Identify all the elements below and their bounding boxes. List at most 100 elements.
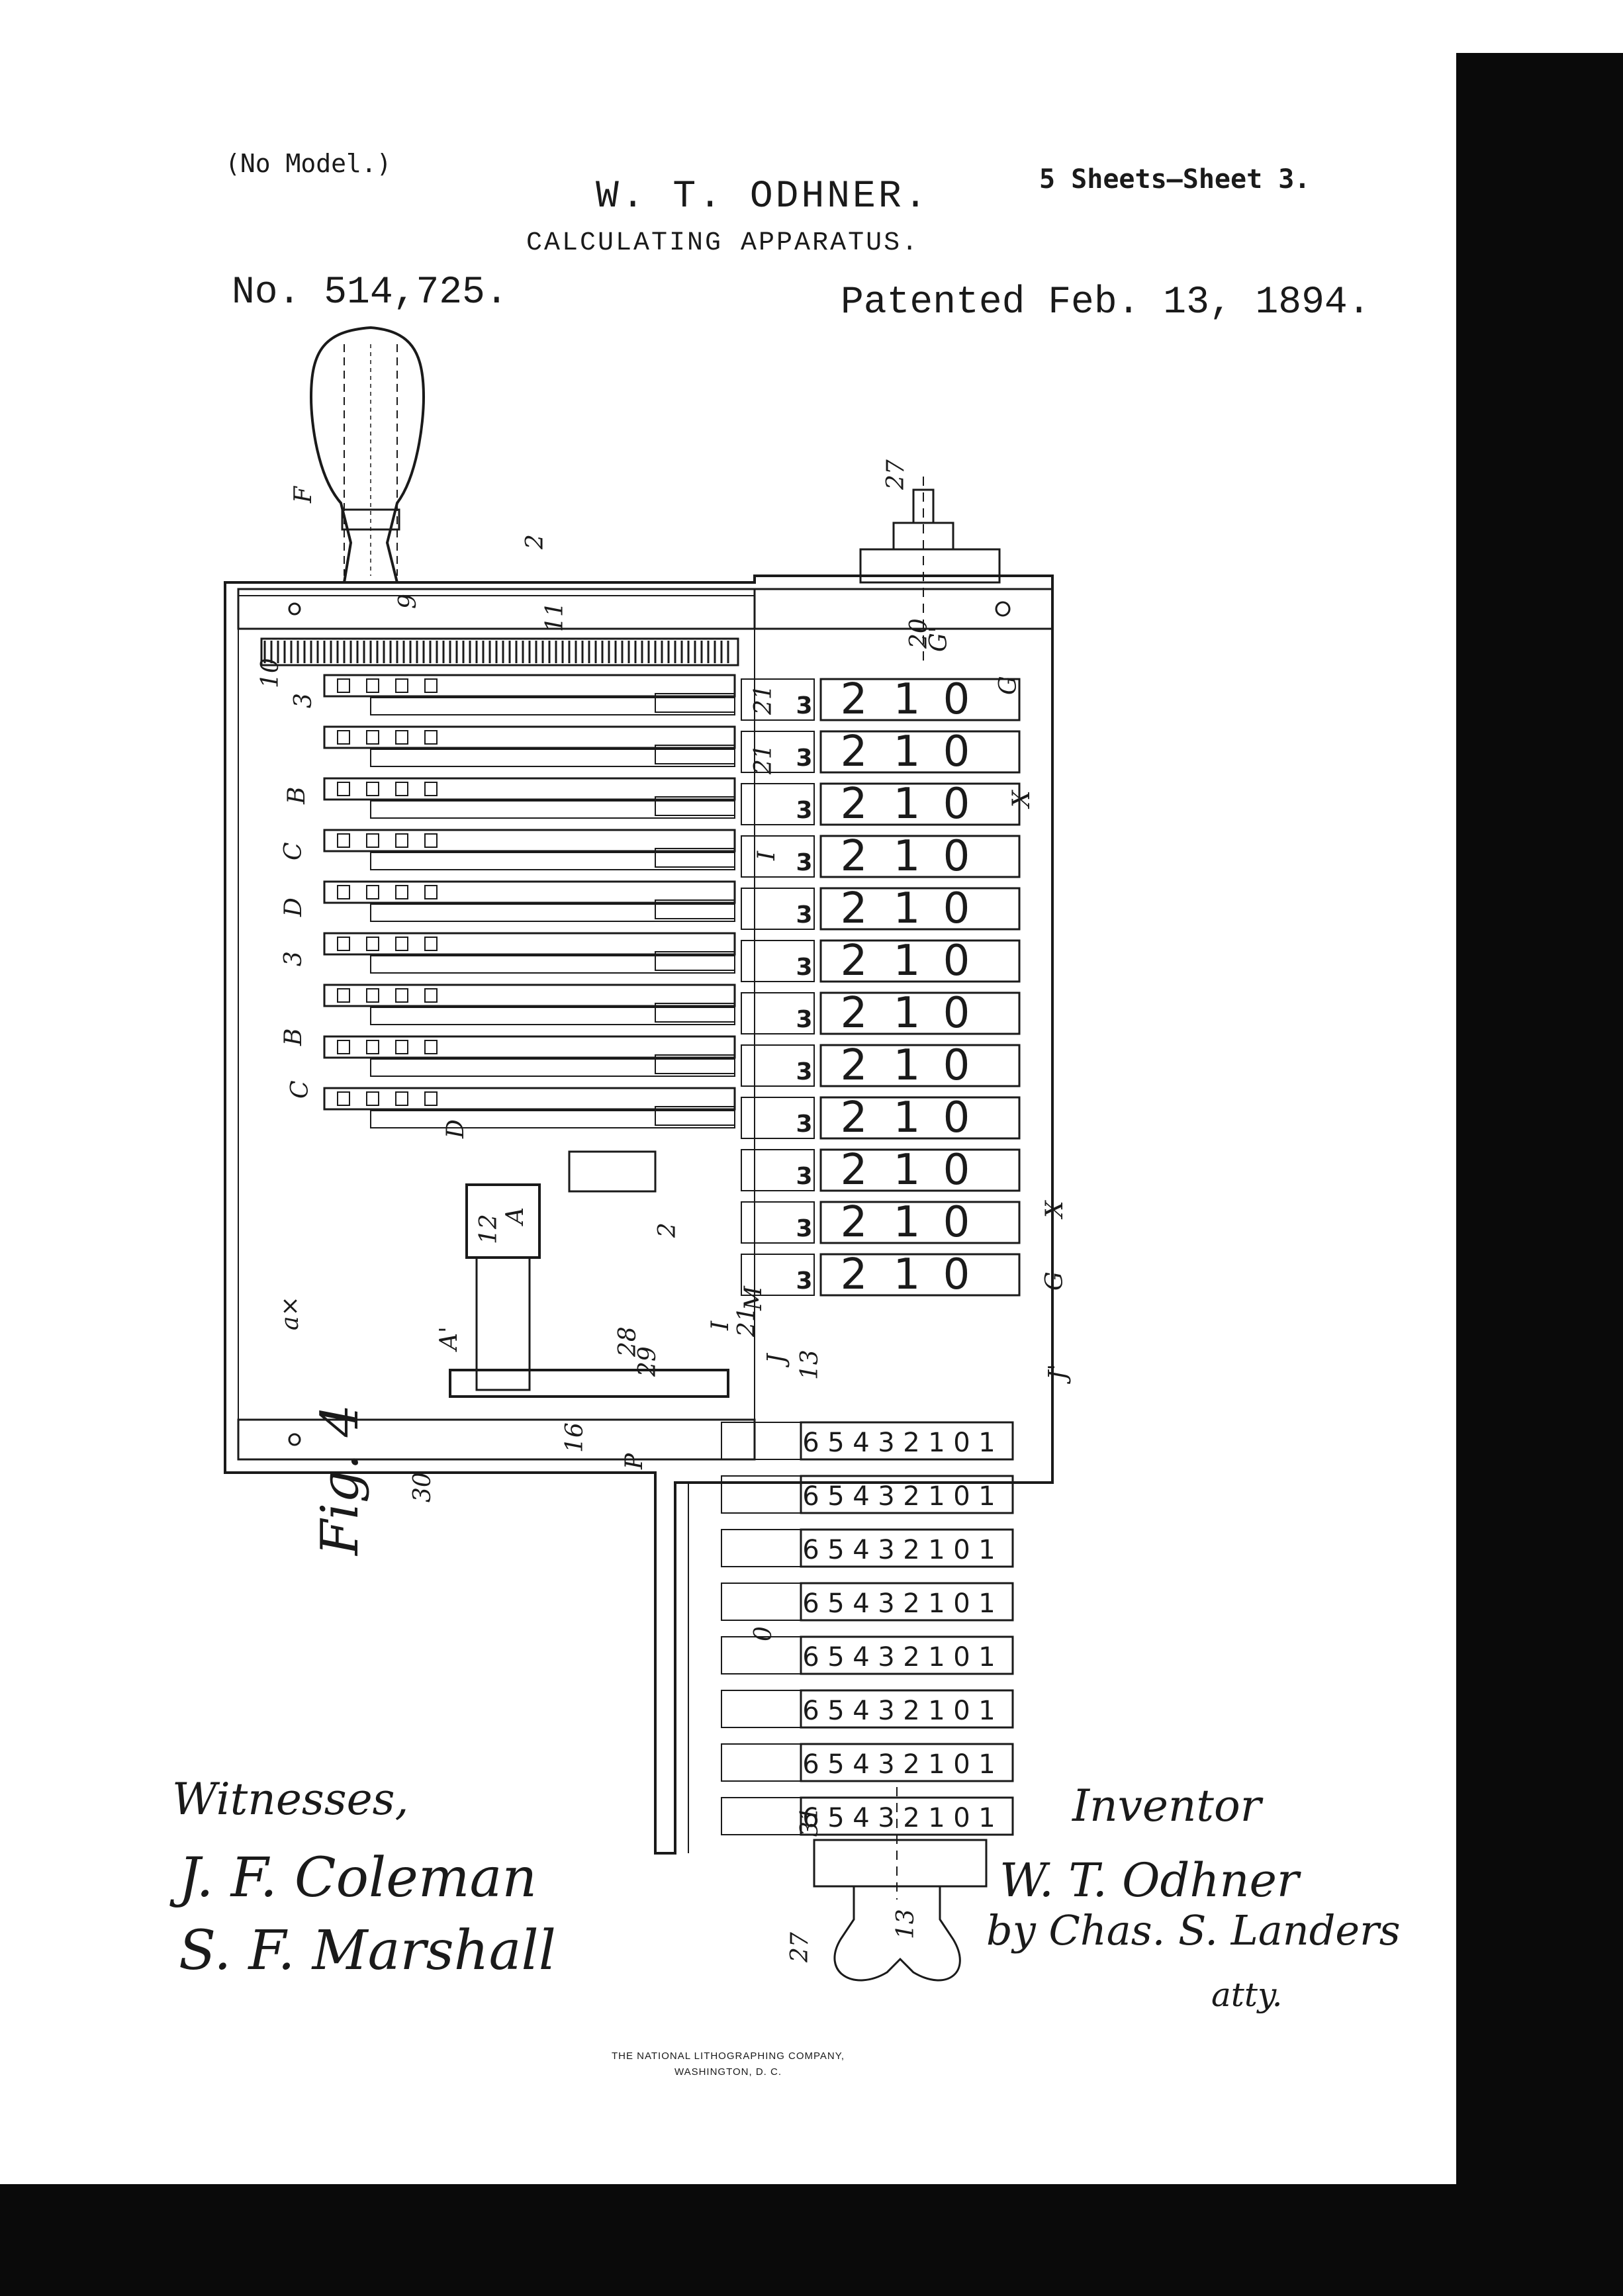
slide-slot [337, 885, 350, 899]
counter-digit: 0 [953, 1588, 970, 1619]
ref-label: A' [436, 1326, 463, 1352]
slide-slot [424, 782, 438, 796]
counter-gear [721, 1690, 802, 1728]
digit-wheel [819, 1044, 1021, 1087]
ref-label: J [763, 1352, 790, 1368]
counter-wheel [800, 1528, 1014, 1568]
counter-wheel [800, 1582, 1014, 1622]
register-digit: 0 [943, 675, 970, 724]
register-digit: 1 [894, 780, 921, 829]
register-gear [741, 1149, 815, 1191]
slide-pawl [655, 745, 735, 764]
ref-label: 10 [257, 658, 284, 688]
attorney-abbrev: atty. [1211, 1976, 1283, 2014]
counter-digit: 6 [802, 1481, 819, 1512]
crank-handle [309, 326, 426, 584]
counter-digit: 4 [853, 1481, 869, 1512]
counter-digit: 0 [953, 1749, 970, 1780]
register-gear [741, 992, 815, 1034]
register-digit: 1 [894, 884, 921, 933]
register-digit: 2 [841, 1250, 868, 1299]
counter-wheel [800, 1421, 1014, 1461]
register-gear [741, 731, 815, 773]
ref-label: 3 [290, 693, 317, 708]
slide-slot [424, 1091, 438, 1106]
counter-digit: 6 [802, 1588, 819, 1619]
slide-pawl [655, 848, 735, 868]
register-digit: 3 [796, 692, 812, 719]
slide-slot [424, 988, 438, 1003]
ref-label: G [1041, 1271, 1068, 1291]
register-digit: 0 [943, 727, 970, 776]
register-digit: 3 [796, 1215, 812, 1242]
counter-gear [721, 1583, 802, 1621]
digit-wheel [819, 835, 1021, 878]
setting-slide [323, 1035, 736, 1059]
counter-digit: 1 [928, 1696, 945, 1726]
counter-gear [721, 1797, 802, 1835]
counter-digit: 3 [878, 1535, 894, 1565]
counter-digit: 2 [903, 1642, 919, 1673]
no-model-note: (No Model.) [225, 149, 392, 178]
counter-digit: 5 [827, 1481, 844, 1512]
slide-slot [337, 730, 350, 745]
register-digit: 1 [894, 832, 921, 881]
ref-label: 21 [750, 684, 777, 715]
ref-label: J' [1044, 1364, 1072, 1385]
counter-wheel [800, 1689, 1014, 1729]
worm-shaft [449, 1150, 729, 1398]
counter-digit: 6 [802, 1749, 819, 1780]
slide-slot [424, 833, 438, 848]
ref-label: 29 [634, 1346, 661, 1377]
register-digit: 2 [841, 1198, 868, 1247]
ref-label: D [442, 1119, 469, 1139]
counter-digit: 4 [853, 1588, 869, 1619]
slide-slot [337, 937, 350, 951]
register-digit: 1 [894, 1198, 921, 1247]
slide-slot [366, 730, 379, 745]
slide-slot [424, 730, 438, 745]
register-gear [741, 678, 815, 721]
ref-label: X [1041, 1200, 1068, 1220]
counter-digit: 4 [853, 1696, 869, 1726]
counter-digit: 6 [802, 1642, 819, 1673]
register-digit: 0 [943, 780, 970, 829]
register-digit: 3 [796, 797, 812, 824]
ref-label: 3 [280, 951, 307, 966]
setting-slide [323, 880, 736, 904]
register-digit: 2 [841, 884, 868, 933]
register-digit: 2 [841, 937, 868, 986]
counter-digit: 4 [853, 1749, 869, 1780]
counter-digit: 4 [853, 1803, 869, 1833]
ref-label: 27 [882, 459, 909, 490]
slide-slot [366, 988, 379, 1003]
register-digit: 1 [894, 989, 921, 1038]
counter-digit: 0 [953, 1642, 970, 1673]
ref-label: I [753, 850, 780, 861]
counter-digit: 5 [827, 1749, 844, 1780]
witnesses-label: Witnesses, [172, 1774, 409, 1825]
register-digit: 0 [943, 884, 970, 933]
slide-pawl [655, 1054, 735, 1074]
register-digit: 1 [894, 1041, 921, 1090]
counter-digit: 4 [853, 1428, 869, 1458]
ref-label: 30 [409, 1472, 436, 1502]
register-digit: 0 [943, 1146, 970, 1195]
counter-digit: 0 [953, 1696, 970, 1726]
slide-slot [337, 1040, 350, 1054]
ref-label: 2 [522, 534, 549, 550]
slide-slot [366, 678, 379, 693]
register-digit: 0 [943, 832, 970, 881]
register-digit: 3 [796, 1163, 812, 1190]
register-digit: 1 [894, 675, 921, 724]
digit-wheel [819, 1148, 1021, 1192]
counter-digit: 3 [878, 1481, 894, 1512]
counter-digit: 5 [827, 1428, 844, 1458]
register-digit: 2 [841, 780, 868, 829]
counter-wheel [800, 1475, 1014, 1514]
digit-wheel [819, 782, 1021, 826]
